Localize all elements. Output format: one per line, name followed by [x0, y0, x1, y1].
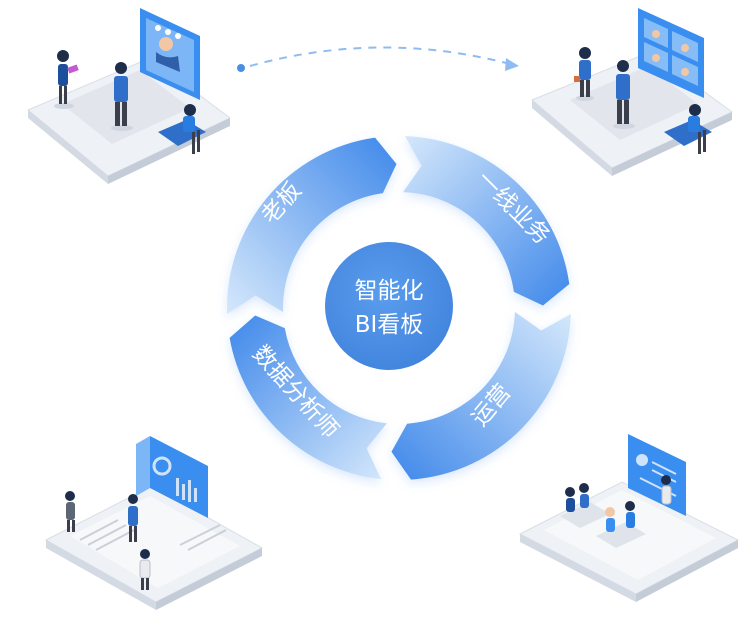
person-reading — [139, 549, 151, 590]
video-call-screen — [140, 8, 200, 100]
book-text-lines — [79, 519, 227, 551]
meeting-table — [560, 502, 646, 548]
center-circle — [325, 242, 453, 370]
person-left — [65, 491, 75, 532]
person-man-center — [613, 60, 635, 129]
illustration-book-meeting — [518, 434, 740, 602]
video-grid-screen — [638, 8, 704, 98]
person-presenter — [128, 494, 138, 542]
segment-frontline — [403, 136, 570, 306]
person-sitting-laptop — [158, 104, 206, 154]
person-man-standing — [111, 62, 133, 131]
meeting-people — [565, 475, 672, 532]
segment-boss — [227, 137, 397, 315]
center-title-line2: BI看板 — [355, 312, 424, 338]
illustration-laptop-grid — [531, 8, 733, 176]
person-woman-standing — [54, 50, 79, 109]
center-title-line1: 智能化 — [355, 278, 424, 304]
illustration-laptop-call — [27, 8, 231, 184]
segment-operations — [391, 312, 571, 480]
illustration-book-dashboard — [44, 436, 264, 610]
ring — [227, 136, 571, 480]
person-man-left — [574, 47, 594, 101]
dashed-connector — [237, 46, 519, 72]
segment-analyst — [229, 315, 387, 480]
dashboard-panel — [136, 436, 208, 518]
person-sitting-right — [664, 104, 712, 154]
